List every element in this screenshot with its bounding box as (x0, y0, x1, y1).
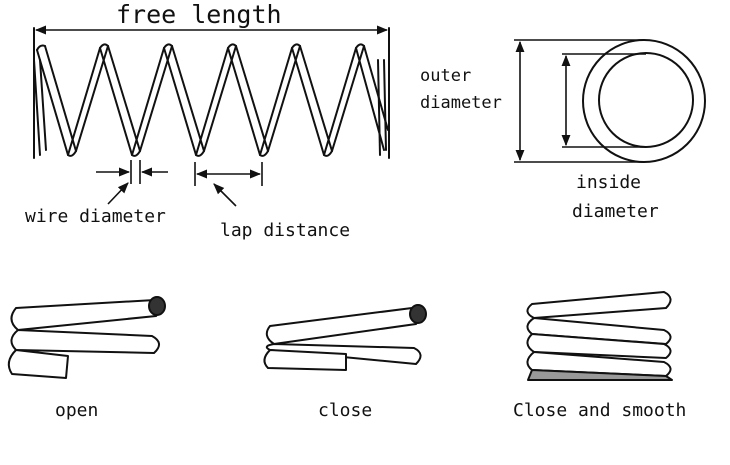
spring-end-view (514, 39, 706, 163)
lap-distance-label: lap distance (220, 220, 351, 241)
wire-diameter-marker (96, 160, 168, 205)
open-end-label: open (55, 400, 99, 421)
inside-diameter-label-line2: diameter (572, 201, 659, 222)
outer-diameter-label-line2: diameter (420, 93, 502, 113)
inside-diameter-label-line1: inside (576, 172, 642, 193)
free-length-label: free length (116, 0, 282, 29)
lap-distance-marker (194, 162, 263, 207)
spring-side-view (33, 27, 390, 159)
wire-diameter-label: wire diameter (25, 206, 166, 227)
closed-end-label: close (318, 400, 373, 421)
closed-ground-end-label: Close and smooth (513, 400, 687, 421)
closed-ground-spring (526, 291, 673, 381)
open-end-spring (7, 296, 166, 379)
closed-end-spring (263, 304, 427, 371)
outer-circle (582, 39, 706, 163)
outer-diameter-label-line1: outer (420, 66, 472, 86)
spring-coils (33, 43, 389, 157)
inner-circle (598, 52, 694, 148)
